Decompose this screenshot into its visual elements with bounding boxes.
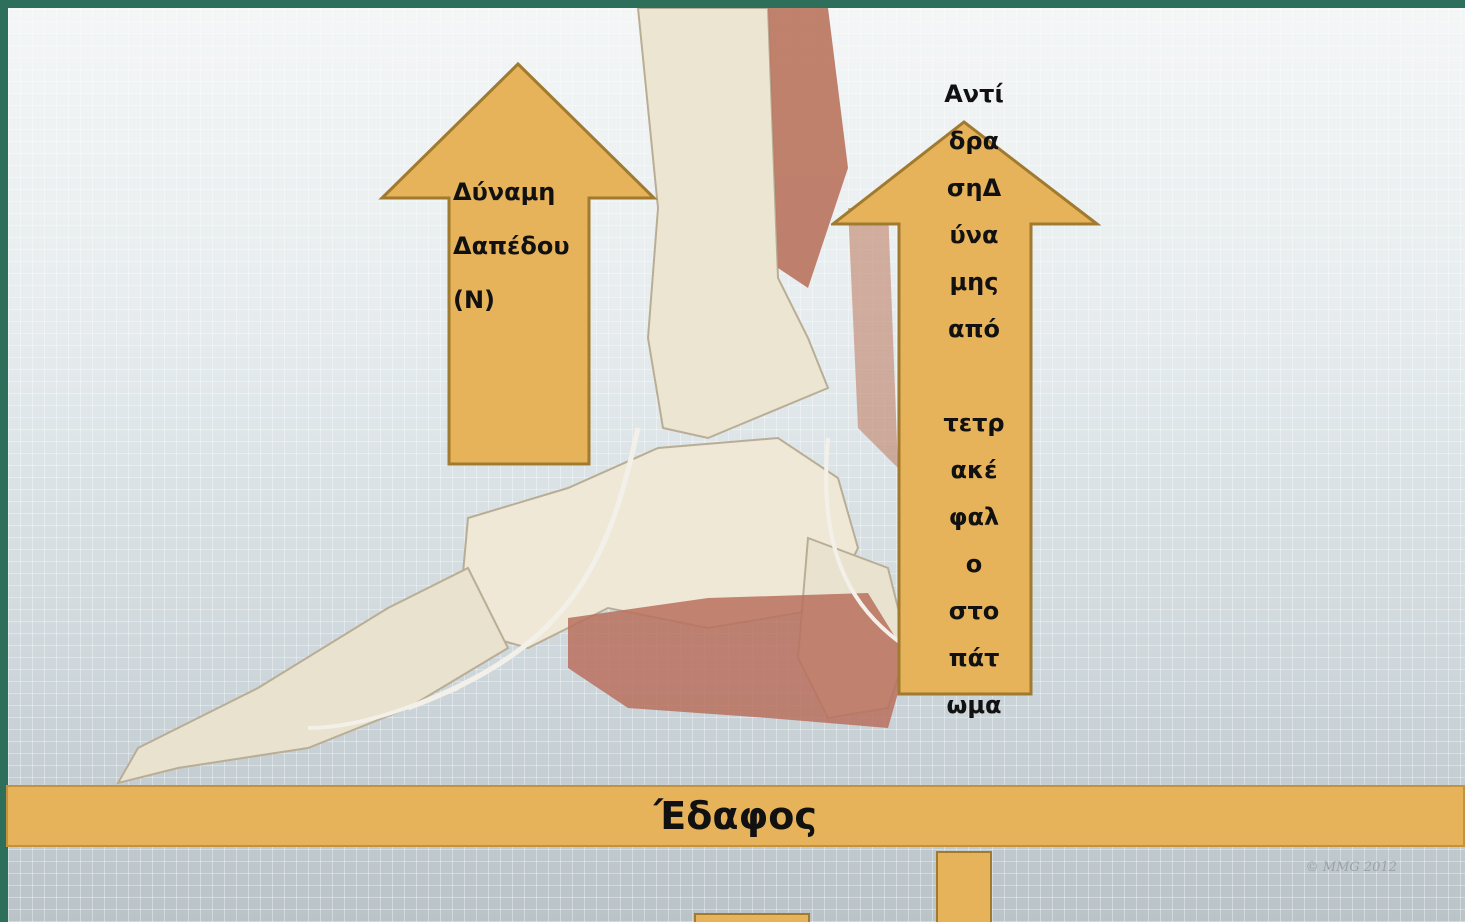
reaction-force-label-line: ο xyxy=(929,541,1019,588)
reaction-force-label-line: στο xyxy=(929,588,1019,635)
reaction-force-label-line xyxy=(929,353,1019,400)
ground-label: Έδαφος xyxy=(654,794,817,838)
reaction-force-label-line: από xyxy=(929,306,1019,353)
reaction-force-label-line: μης xyxy=(929,259,1019,306)
reaction-force-label-line: ύνα xyxy=(929,212,1019,259)
reaction-force-label-line: φαλ xyxy=(929,494,1019,541)
reaction-force-label-line: σηΔ xyxy=(929,165,1019,212)
ground-bar: Έδαφος xyxy=(6,785,1465,847)
lower-arrow-stub-left xyxy=(694,913,810,922)
ground-force-label: Δύναμη Δαπέδου (N) xyxy=(453,165,603,327)
copyright-watermark: © MMG 2012 xyxy=(1306,860,1397,875)
reaction-force-label-line: πάτ xyxy=(929,635,1019,682)
reaction-force-label-line: ακέ xyxy=(929,447,1019,494)
reaction-force-label-line: τετρ xyxy=(929,400,1019,447)
reaction-force-label-line: δρα xyxy=(929,118,1019,165)
reaction-force-label-line: Αντί xyxy=(929,71,1019,118)
lower-arrow-stub-right xyxy=(936,851,992,922)
reaction-force-label-line: ωμα xyxy=(929,682,1019,729)
